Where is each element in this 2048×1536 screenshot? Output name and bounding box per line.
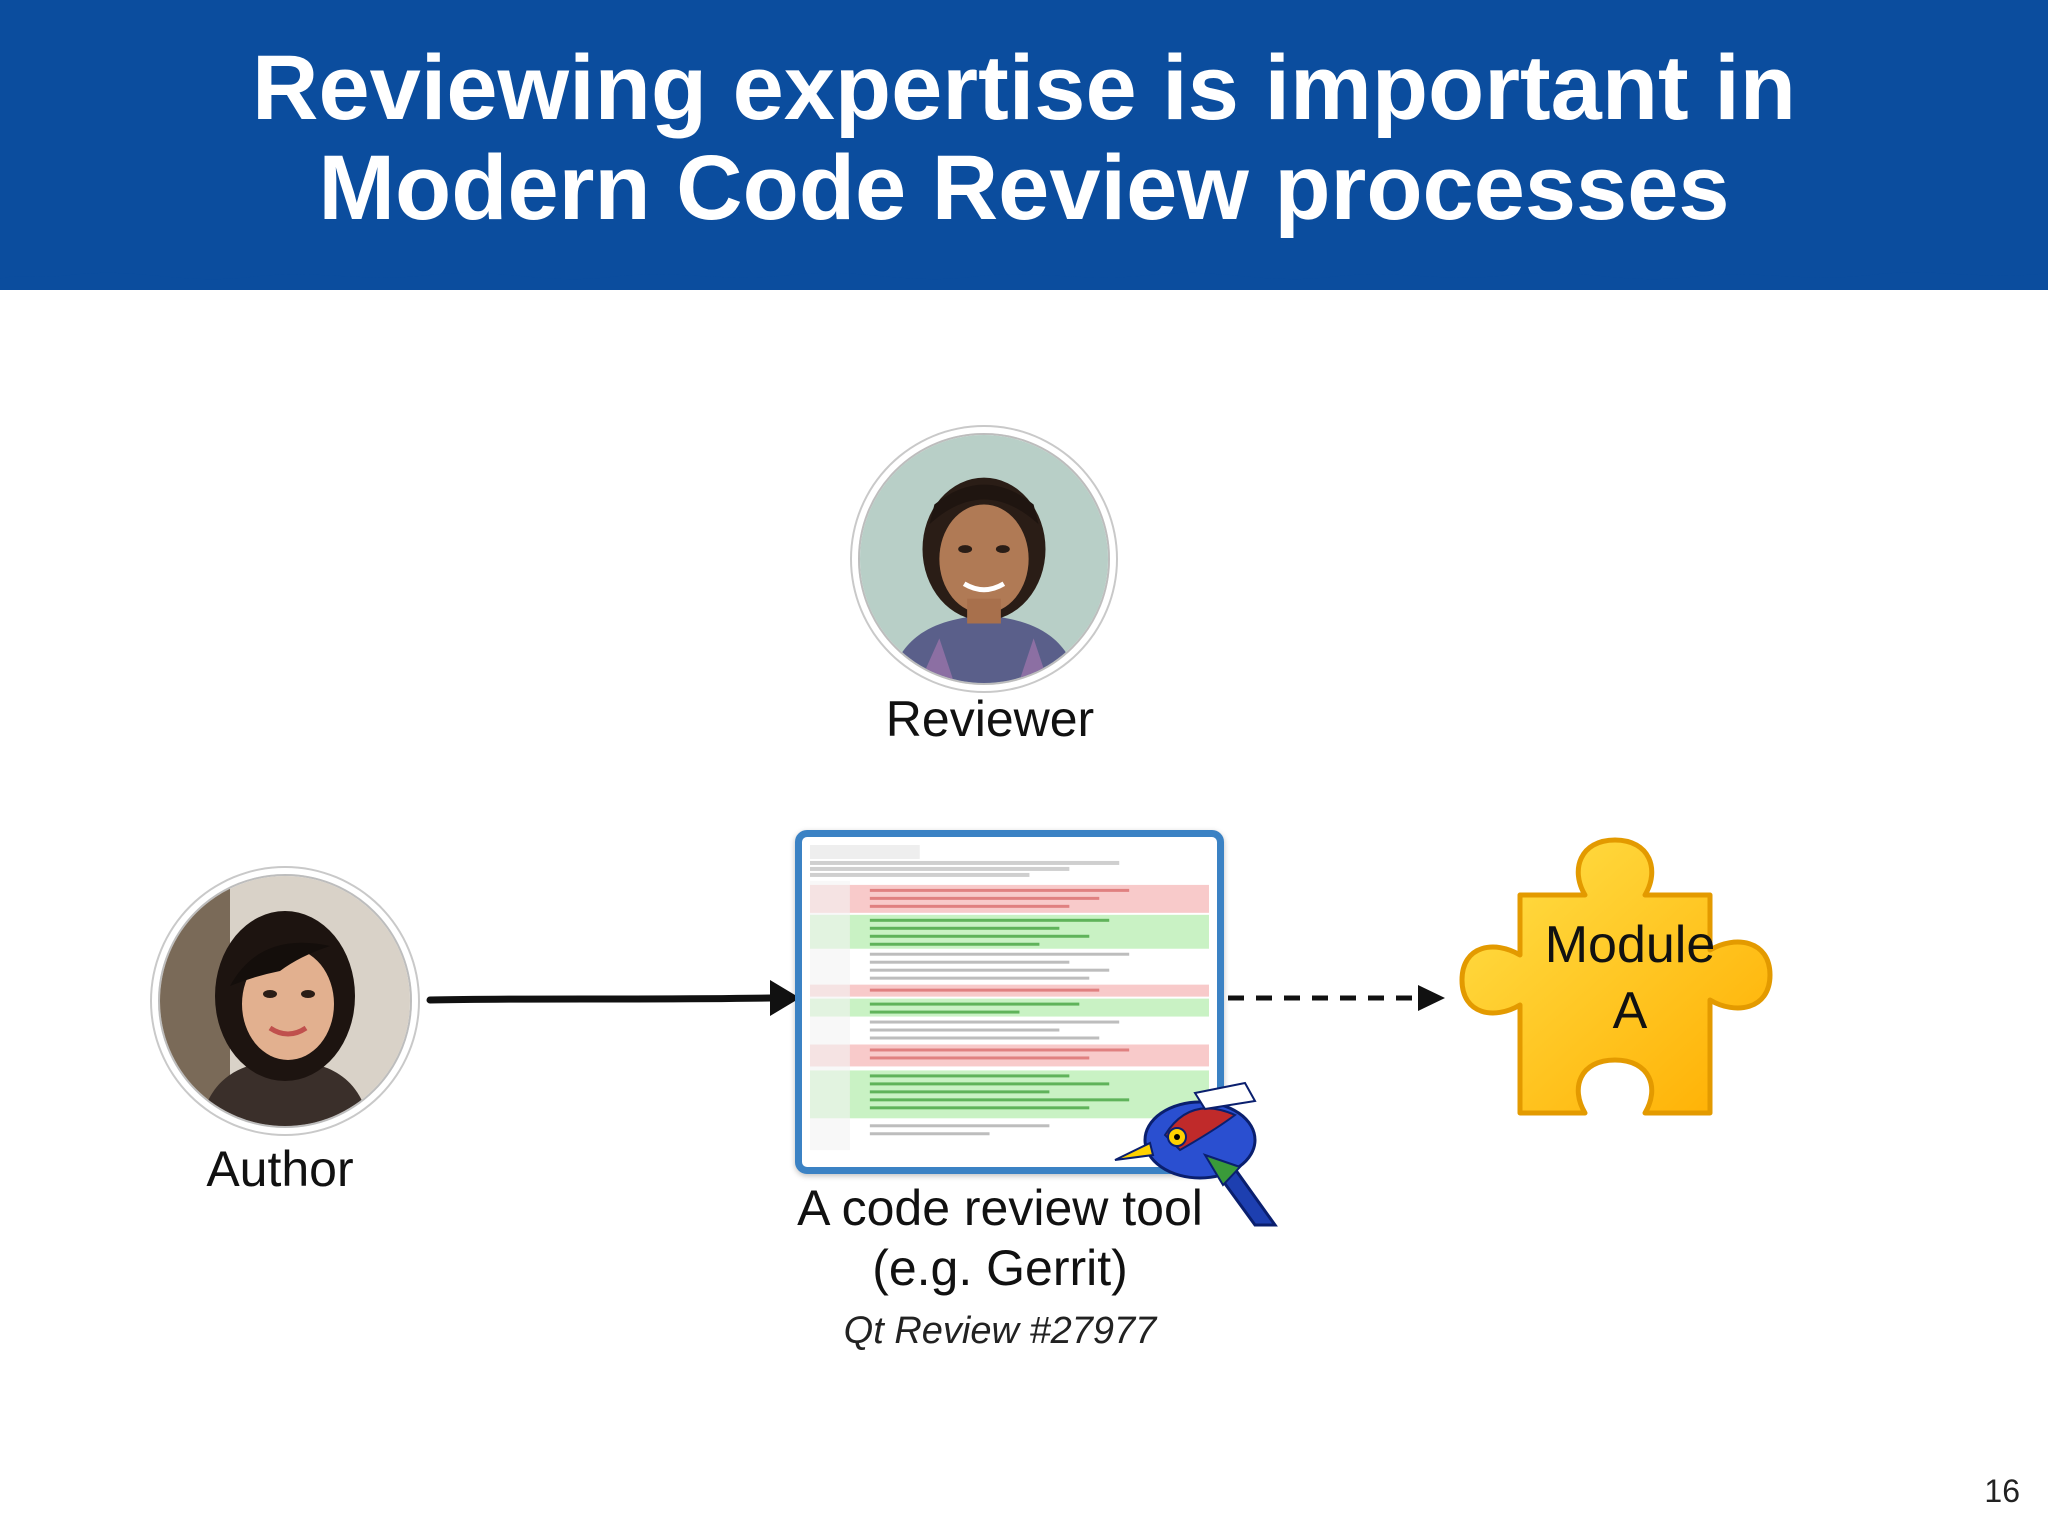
- author-arrow-head: [770, 980, 800, 1016]
- module-label: Module A: [1500, 912, 1760, 1044]
- author-photo-icon: [160, 876, 410, 1126]
- module-arrow-head: [1418, 985, 1445, 1011]
- title-line-2: Modern Code Review processes: [318, 137, 1730, 239]
- slide-number: 16: [1984, 1473, 2020, 1509]
- puzzle-piece-icon: [1459, 837, 1773, 1116]
- tool-label-line-2: (e.g. Gerrit): [872, 1240, 1128, 1296]
- author-to-tool-arrow: [426, 994, 774, 1004]
- tool-label-line-1: A code review tool: [797, 1180, 1203, 1236]
- tool-source-caption: Qt Review #27977: [843, 1310, 1157, 1352]
- module-label-line-2: A: [1612, 982, 1648, 1040]
- slide-title: Reviewing expertise is important in Mode…: [0, 38, 2048, 238]
- title-line-1: Reviewing expertise is important in: [252, 37, 1796, 139]
- gerrit-mascot-icon: [1114, 1081, 1278, 1227]
- reviewer-photo-icon: [860, 435, 1108, 683]
- tool-label: A code review tool (e.g. Gerrit): [700, 1178, 1300, 1298]
- reviewer-label: Reviewer: [885, 691, 1095, 747]
- reviewer-avatar: [858, 433, 1110, 685]
- banner-torn-edge: [0, 255, 2048, 280]
- author-avatar: [158, 874, 412, 1128]
- module-label-line-1: Module: [1544, 916, 1716, 974]
- title-banner: [0, 0, 2048, 290]
- diff-view-icon: [810, 845, 1209, 1159]
- code-review-tool-screenshot: [795, 830, 1224, 1174]
- author-label: Author: [206, 1141, 354, 1197]
